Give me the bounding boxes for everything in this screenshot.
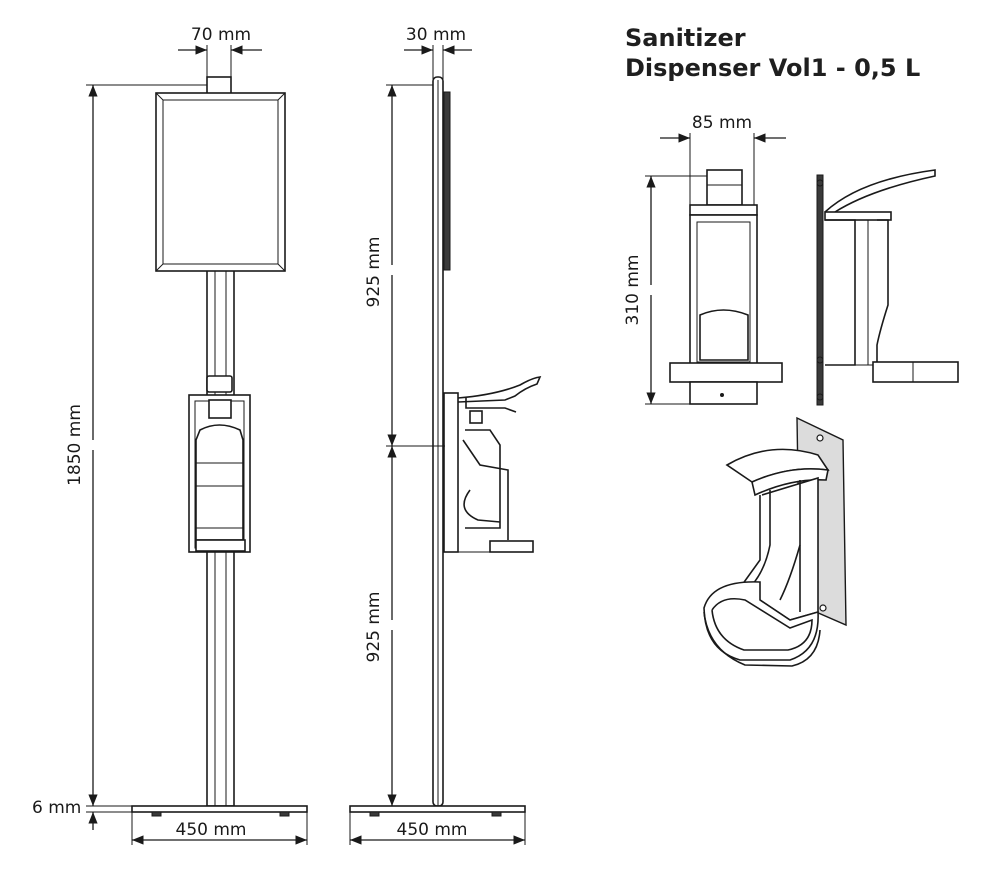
dispenser-detail-dimensions: 85 mm 310 mm — [623, 113, 786, 405]
dim-side-width: 30 mm — [406, 25, 466, 45]
title-line-2: Dispenser Vol1 - 0,5 L — [625, 54, 920, 82]
sign-frame — [155, 92, 286, 272]
dim-front-height: 1850 mm — [65, 404, 85, 486]
dispenser-isometric — [703, 416, 847, 667]
side-dispenser — [443, 376, 542, 553]
dim-side-base-width: 450 mm — [397, 820, 468, 840]
title-block: Sanitizer Dispenser Vol1 - 0,5 L — [625, 24, 920, 82]
dim-front-base-thickness: 6 mm — [32, 798, 81, 818]
front-base-plate — [131, 805, 308, 813]
side-sign-frame — [443, 91, 451, 271]
front-dimensions: 70 mm 1850 mm 6 mm 450 mm — [32, 25, 308, 845]
dim-front-width: 70 mm — [191, 25, 251, 45]
side-dimensions: 30 mm 925 mm 925 mm 450 mm — [349, 25, 526, 845]
front-top-cap — [206, 76, 232, 95]
dim-side-upper: 925 mm — [364, 237, 384, 308]
dim-dispenser-width: 85 mm — [692, 113, 752, 133]
dispenser-detail-front — [669, 169, 783, 405]
front-view — [131, 76, 308, 817]
dispenser-detail-side — [816, 169, 959, 406]
front-dispenser — [188, 375, 251, 553]
side-view — [349, 76, 542, 817]
dim-front-base-width: 450 mm — [176, 820, 247, 840]
dim-side-lower: 925 mm — [364, 592, 384, 663]
dim-dispenser-height: 310 mm — [623, 255, 643, 326]
side-base-plate — [349, 805, 526, 813]
title-line-1: Sanitizer — [625, 24, 746, 52]
